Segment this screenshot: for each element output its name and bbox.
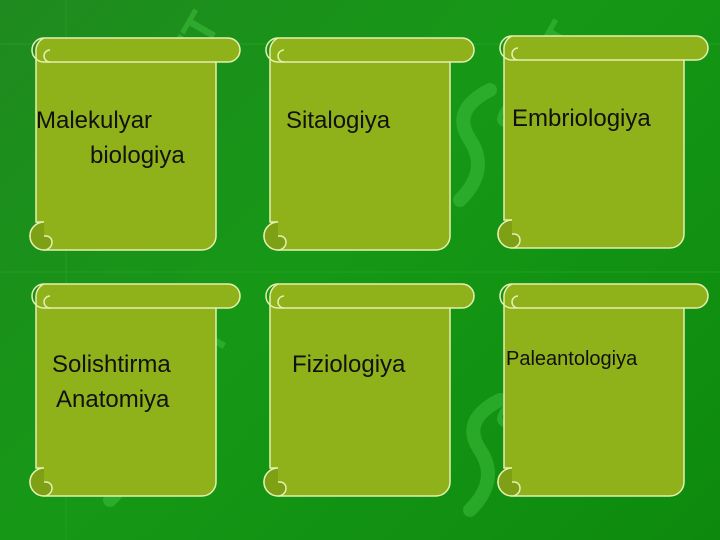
scroll-shape [263, 283, 475, 497]
card-label-line1: Malekulyar [36, 107, 153, 134]
card-label-line2: Anatomiya [56, 386, 170, 413]
scroll-card-4: Solishtirma Anatomiya [28, 282, 244, 512]
card-label-line1: Embriologiya [512, 105, 651, 132]
card-label-line2: biologiya [90, 142, 185, 169]
scroll-card-5: Fiziologiya [262, 282, 478, 512]
scroll-shape [263, 37, 475, 251]
card-label-line1: Paleantologiya [506, 348, 638, 370]
scroll-card-3: Embriologiya [496, 34, 712, 264]
scroll-shape [497, 35, 709, 249]
scroll-shape [29, 283, 241, 497]
scroll-card-6: Paleantologiya [496, 282, 712, 512]
scroll-card-1: Malekulyar biologiya [28, 36, 244, 266]
card-label-line1: Fiziologiya [292, 351, 406, 378]
scroll-card-2: Sitalogiya [262, 36, 478, 266]
scroll-shape [29, 37, 241, 251]
card-label-line1: Solishtirma [52, 351, 171, 378]
scroll-shape [497, 283, 709, 497]
card-label-line1: Sitalogiya [286, 107, 391, 134]
